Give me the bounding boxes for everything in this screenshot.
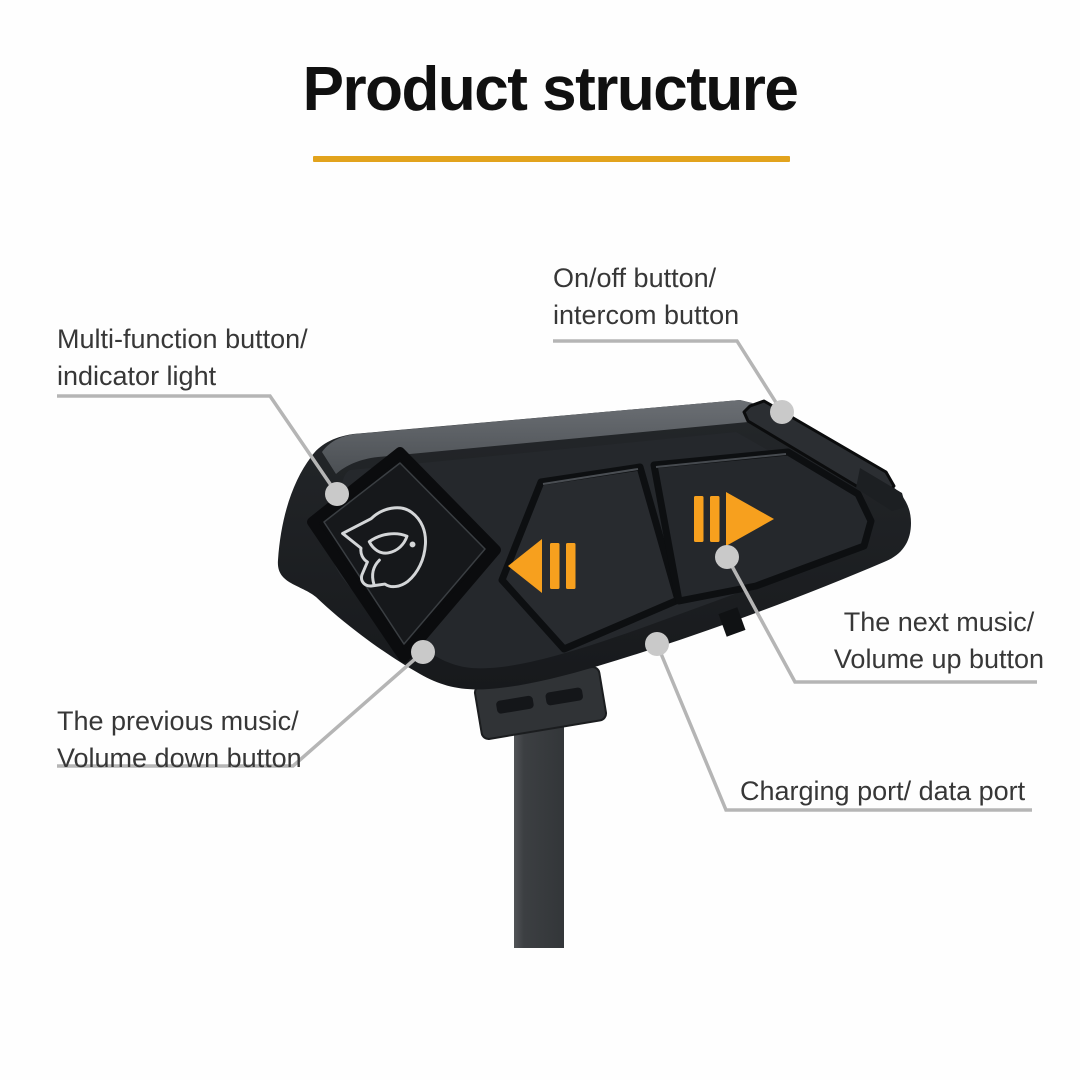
callout-line-charging-port (655, 643, 1032, 812)
callout-line-next-music (725, 556, 1037, 684)
callout-line-on-off (553, 339, 784, 413)
page-title: Product structure (302, 55, 799, 124)
label-line: Volume up button (833, 644, 1045, 674)
label-on-off: On/off button/ intercom button (553, 260, 739, 334)
label-multi-function: Multi-function button/ indicator light (57, 321, 308, 395)
callout-line-previous-music (57, 650, 425, 768)
label-line: intercom button (553, 300, 740, 330)
callout-dot-multi-function (325, 482, 349, 506)
label-charging-port: Charging port/ data port (740, 773, 1025, 810)
label-line: The next music/ (843, 607, 1035, 637)
motocross-helmet-icon (341, 506, 427, 589)
label-previous-music: The previous music/ Volume down button (57, 703, 302, 777)
clamp-slot (545, 687, 583, 706)
label-line: Charging port/ data port (740, 776, 1026, 806)
callout-lines (57, 339, 1037, 812)
label-line: On/off button/ (553, 263, 717, 293)
multi-function-logo-button (307, 447, 501, 663)
clamp-slot (496, 695, 534, 714)
next-track-icon (694, 492, 774, 546)
label-next-music: The next music/ Volume up button (828, 604, 1050, 678)
previous-track-icon (508, 539, 576, 593)
label-line: Multi-function button/ (57, 324, 308, 354)
label-line: The previous music/ (57, 706, 299, 736)
intercom-device-body (277, 399, 912, 690)
callout-dot-previous-music (411, 640, 435, 664)
callout-dot-next-music (715, 545, 739, 569)
title-underline (313, 156, 790, 162)
power-intercom-button (742, 399, 906, 511)
previous-track-button (498, 463, 682, 653)
next-track-button (650, 448, 875, 605)
bottom-tab (718, 607, 746, 637)
mounting-stem (514, 712, 564, 948)
callout-dot-on-off (770, 400, 794, 424)
callout-dots (325, 400, 794, 664)
label-line: indicator light (57, 361, 217, 391)
callout-line-multi-function (57, 394, 339, 495)
page-header: Product structure (10, 58, 1080, 122)
label-line: Volume down button (57, 743, 302, 773)
callout-dot-charging-port (645, 632, 669, 656)
